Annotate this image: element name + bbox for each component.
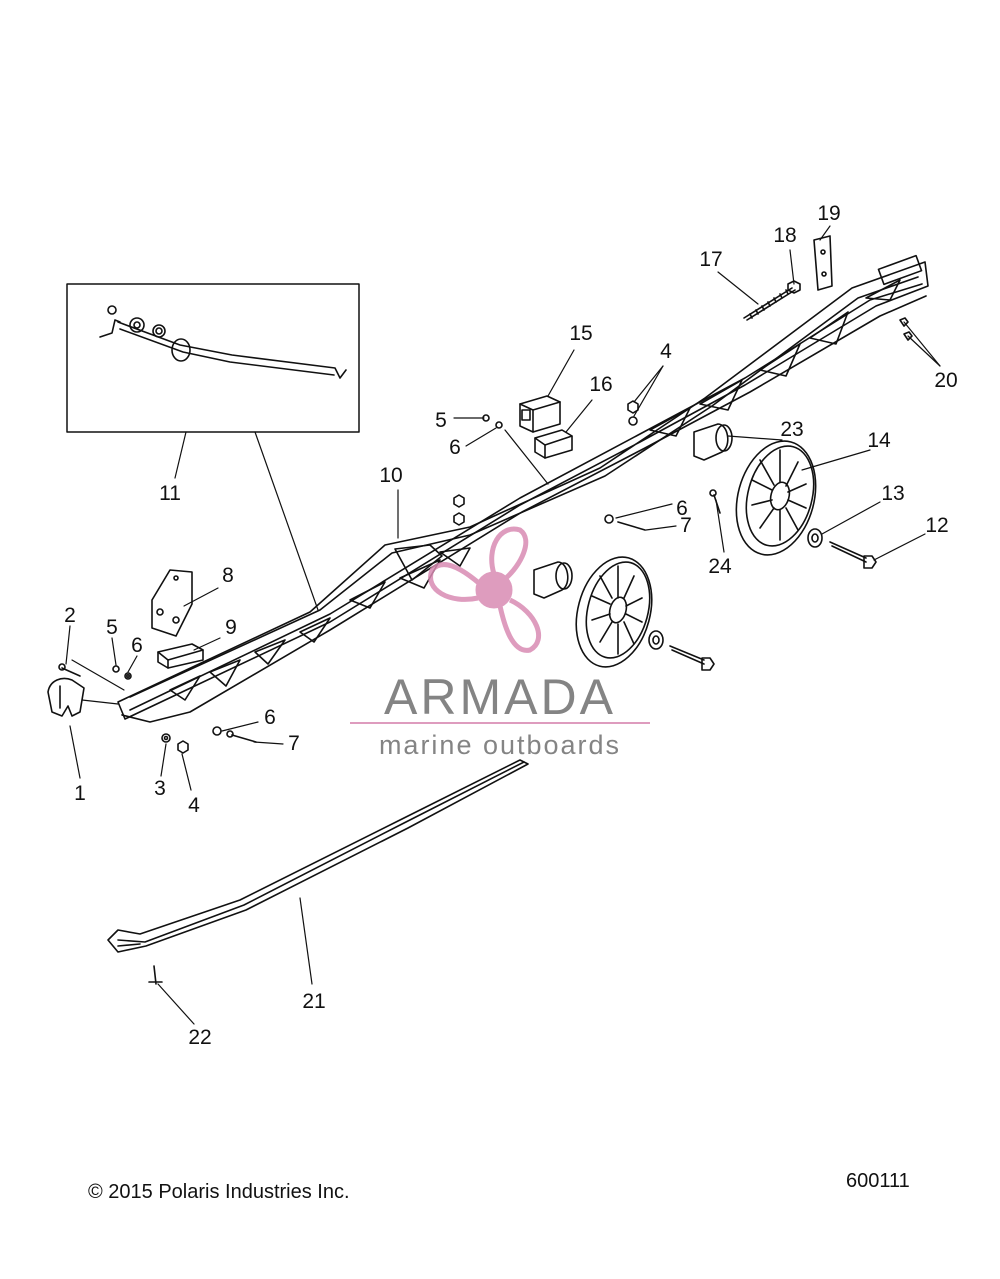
watermark-name: ARMADA xyxy=(384,669,616,725)
callout-10: 10 xyxy=(379,464,402,487)
callout-20: 20 xyxy=(934,369,957,392)
callout-6: 6 xyxy=(264,706,276,729)
wear-strip xyxy=(107,759,529,953)
front-bumper xyxy=(47,677,85,717)
callout-14: 14 xyxy=(867,429,891,452)
callout-2: 2 xyxy=(64,604,76,627)
callout-18: 18 xyxy=(773,224,796,247)
watermark-tagline: marine outboards xyxy=(379,730,621,760)
callout-5: 5 xyxy=(435,409,447,432)
callout-22: 22 xyxy=(188,1026,211,1049)
callout-7: 7 xyxy=(288,732,300,755)
propeller-logo-icon xyxy=(428,526,542,653)
callout-17: 17 xyxy=(699,248,722,271)
idler-wheel xyxy=(735,440,817,556)
callout-16: 16 xyxy=(589,373,612,396)
callout-21: 21 xyxy=(302,990,325,1013)
callout-1: 1 xyxy=(74,782,86,805)
diagram-number: 600111 xyxy=(846,1170,910,1192)
mount-bracket xyxy=(813,235,833,291)
callout-23: 23 xyxy=(780,418,803,441)
block-housing xyxy=(519,395,561,433)
slider-block xyxy=(157,643,204,669)
strip-screw xyxy=(148,965,163,985)
callout-15: 15 xyxy=(569,322,592,345)
callout-12: 12 xyxy=(925,514,948,537)
bumper-bolt xyxy=(58,663,81,677)
slide-insert xyxy=(534,429,573,459)
callout-4: 4 xyxy=(660,340,672,363)
detail-inset-box xyxy=(66,283,360,433)
callout-6: 6 xyxy=(676,497,688,520)
callout-24: 24 xyxy=(708,555,732,578)
callout-9: 9 xyxy=(225,616,237,639)
callout-8: 8 xyxy=(222,564,234,587)
callout-6: 6 xyxy=(449,436,461,459)
leader-lines xyxy=(65,225,941,1025)
callout-4: 4 xyxy=(188,794,200,817)
copyright-notice: © 2015 Polaris Industries Inc. xyxy=(88,1181,350,1203)
spacer-bushing xyxy=(533,423,733,599)
callout-19: 19 xyxy=(817,202,840,225)
block-bracket xyxy=(151,569,193,637)
callout-5: 5 xyxy=(106,616,118,639)
axle-bolt xyxy=(669,541,877,671)
long-stud xyxy=(743,287,796,321)
callout-6: 6 xyxy=(131,634,143,657)
callout-7: 7 xyxy=(680,514,692,537)
idler-wheel xyxy=(575,556,653,668)
axle-washer xyxy=(648,528,823,650)
main-rail xyxy=(117,254,929,723)
callout-13: 13 xyxy=(881,482,904,505)
callout-11: 11 xyxy=(159,482,181,505)
watermark: ARMADA marine outboards xyxy=(350,526,650,760)
callout-3: 3 xyxy=(154,777,166,800)
